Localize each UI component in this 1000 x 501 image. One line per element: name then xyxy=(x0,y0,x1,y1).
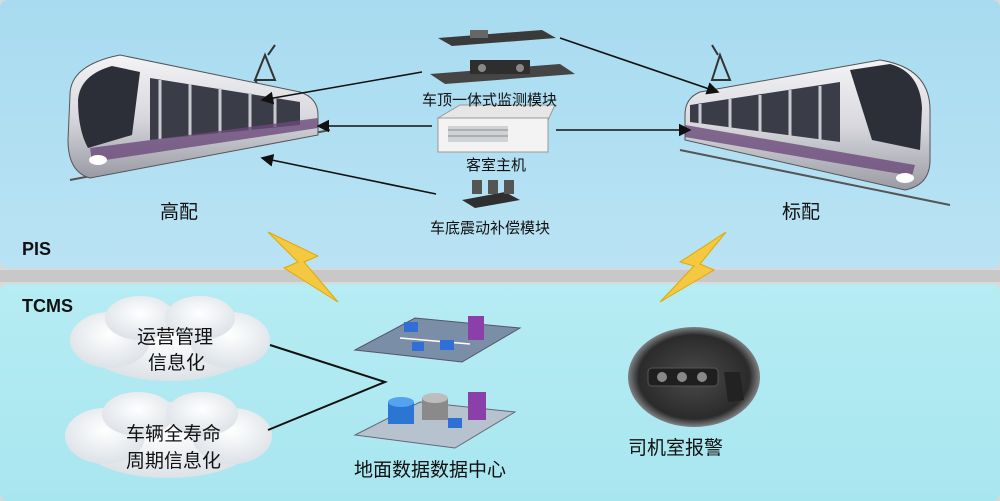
left-train-label: 高配 xyxy=(160,201,199,223)
bottom-module-image xyxy=(462,180,520,208)
right-train-label: 标配 xyxy=(782,201,821,223)
lightning-right-icon xyxy=(659,231,727,303)
cloud-operations-line1: 运营管理 xyxy=(137,326,214,348)
right-train-image xyxy=(679,44,951,206)
lightning-left-icon xyxy=(267,231,339,303)
panel-divider xyxy=(0,270,1000,282)
cab-alarm-image xyxy=(628,327,760,427)
cloud-lifecycle-line2: 周期信息化 xyxy=(126,450,222,472)
arrow-roof-to-right xyxy=(559,37,720,95)
arrow-roof-to-left xyxy=(260,71,423,105)
roof-module-image xyxy=(430,30,575,84)
host-device-image xyxy=(436,104,556,153)
tcms-title: TCMS xyxy=(22,296,73,316)
arrow-bottom-to-left xyxy=(260,154,437,195)
left-train-image xyxy=(67,44,331,181)
roof-module-label: 车顶一体式监测模块 xyxy=(422,91,558,109)
cloud-operations-icon xyxy=(70,296,270,381)
host-label: 客室主机 xyxy=(466,156,527,174)
cloud-connection-lines xyxy=(267,344,388,431)
network-platform-icon xyxy=(353,316,522,363)
cloud-lifecycle-line1: 车辆全寿命 xyxy=(126,423,222,445)
bottom-module-label: 车底震动补偿模块 xyxy=(430,219,551,237)
cloud-lifecycle-icon xyxy=(65,392,272,478)
cab-alarm-label: 司机室报警 xyxy=(628,437,724,459)
data-center-label: 地面数据数据中心 xyxy=(354,459,507,481)
cloud-operations-line2: 信息化 xyxy=(148,352,206,374)
database-platform-icon xyxy=(353,392,517,449)
pis-title: PIS xyxy=(22,239,52,259)
